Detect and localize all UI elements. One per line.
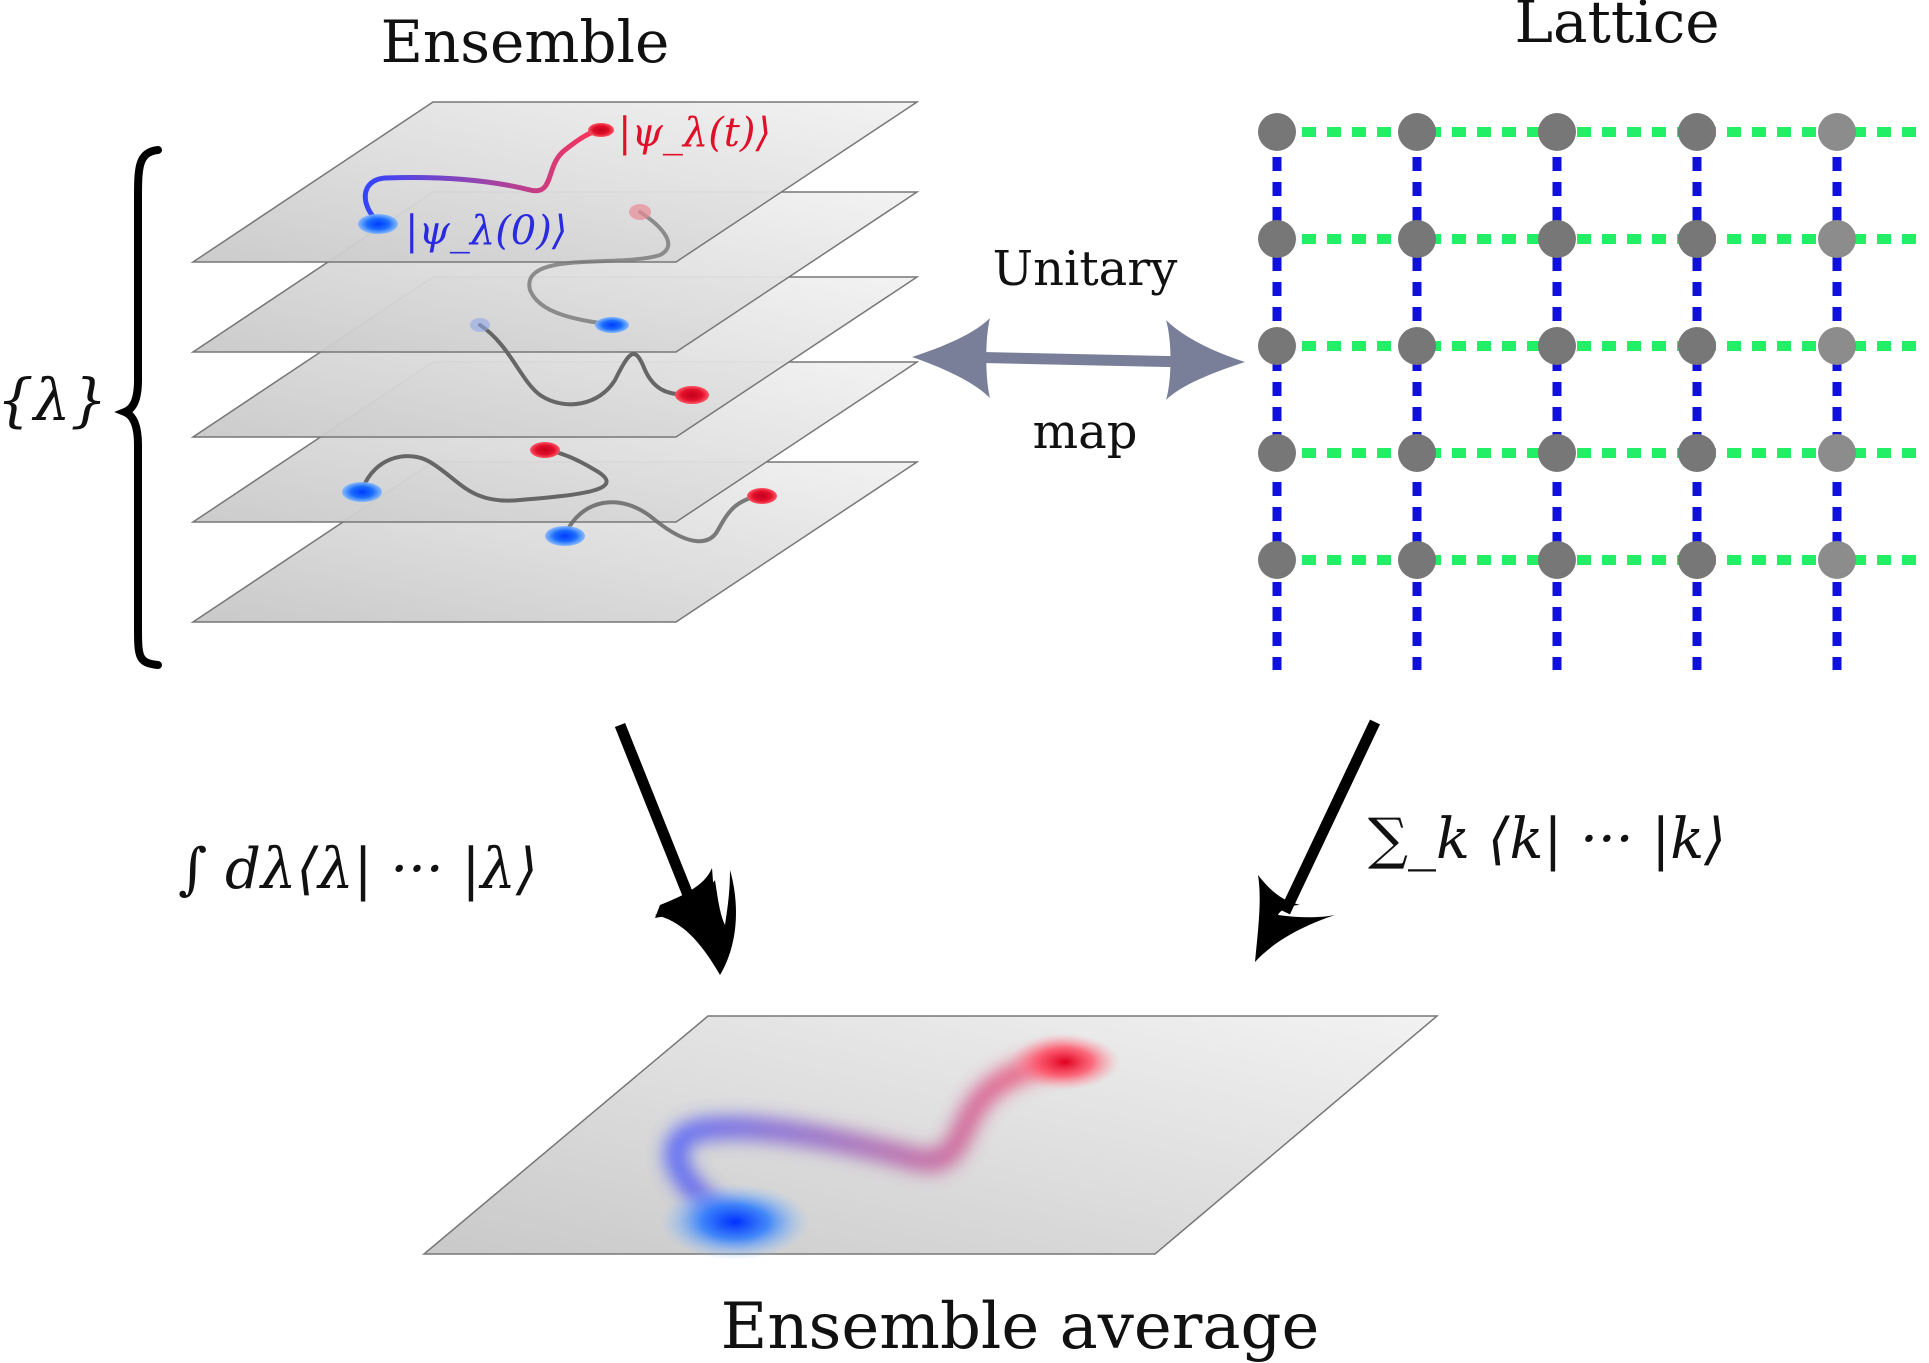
unitary-label: Unitary <box>993 241 1178 297</box>
blurred-trajectory <box>664 1049 1071 1231</box>
lattice-node <box>1538 434 1576 472</box>
double-headed-arrow-icon <box>912 318 1245 400</box>
ensemble-average-plane-group <box>421 1015 1440 1260</box>
lattice-node <box>1398 113 1436 151</box>
lattice-node <box>1538 220 1576 258</box>
lattice-node <box>1818 327 1856 365</box>
red-end-point <box>588 123 614 137</box>
map-label: map <box>1033 404 1138 460</box>
lattice-node <box>1678 434 1716 472</box>
trajectory-path <box>478 323 694 407</box>
ensemble-average-title: Ensemble average <box>721 1290 1320 1363</box>
blue-start-point <box>595 317 629 333</box>
ensemble-title: Ensemble <box>381 8 670 76</box>
lattice-node <box>1258 113 1296 151</box>
blue-start-point <box>470 318 490 332</box>
red-end-point <box>675 386 709 404</box>
sum-label: ∑_k ⟨k| ··· |k⟩ <box>1368 807 1726 872</box>
trajectory-path <box>563 493 764 544</box>
lattice-node <box>1678 220 1716 258</box>
lattice-node <box>1818 113 1856 151</box>
trajectory-points <box>342 123 777 546</box>
lattice-node <box>1538 327 1576 365</box>
integral-label: ∫ dλ⟨λ| ··· |λ⟩ <box>178 837 538 902</box>
red-end-point <box>629 204 651 220</box>
lattice-title: Lattice <box>1514 0 1719 56</box>
lattice-node <box>1258 327 1296 365</box>
lattice-node <box>1678 327 1716 365</box>
blue-start-point <box>545 526 585 546</box>
lattice-node <box>1258 541 1296 579</box>
lattice-node <box>1398 434 1436 472</box>
psi-t-label: |ψ_λ(t)⟩ <box>618 110 771 156</box>
lattice-node <box>1258 220 1296 258</box>
left-curly-brace-icon <box>114 146 162 669</box>
lattice-node <box>1398 541 1436 579</box>
lattice-node <box>1538 541 1576 579</box>
lattice-node <box>1538 113 1576 151</box>
lattice-node <box>1258 434 1296 472</box>
lattice-node <box>1398 220 1436 258</box>
top-trajectory-path <box>362 127 603 225</box>
blue-start-point <box>342 482 382 502</box>
red-end-point <box>747 488 777 504</box>
lattice-grid <box>1258 113 1925 670</box>
blurred-red-point <box>1010 1034 1120 1090</box>
trajectories <box>360 127 764 544</box>
trajectory-path <box>360 448 609 503</box>
lattice-node <box>1818 220 1856 258</box>
ensemble-average-plane <box>421 1015 1440 1255</box>
down-arrow-icon <box>614 722 736 975</box>
lattice-node <box>1678 541 1716 579</box>
trajectory-path <box>527 210 671 327</box>
lambda-set-label: {λ} <box>0 366 107 434</box>
psi-0-label: |ψ_λ(0)⟩ <box>405 208 567 254</box>
down-arrow-icon <box>1255 719 1380 962</box>
lattice-node <box>1678 113 1716 151</box>
red-end-point <box>530 442 560 458</box>
blurred-blue-point <box>660 1184 810 1260</box>
lattice-node <box>1398 327 1436 365</box>
blue-start-point <box>358 214 398 234</box>
lattice-node <box>1818 541 1856 579</box>
lattice-node <box>1818 434 1856 472</box>
